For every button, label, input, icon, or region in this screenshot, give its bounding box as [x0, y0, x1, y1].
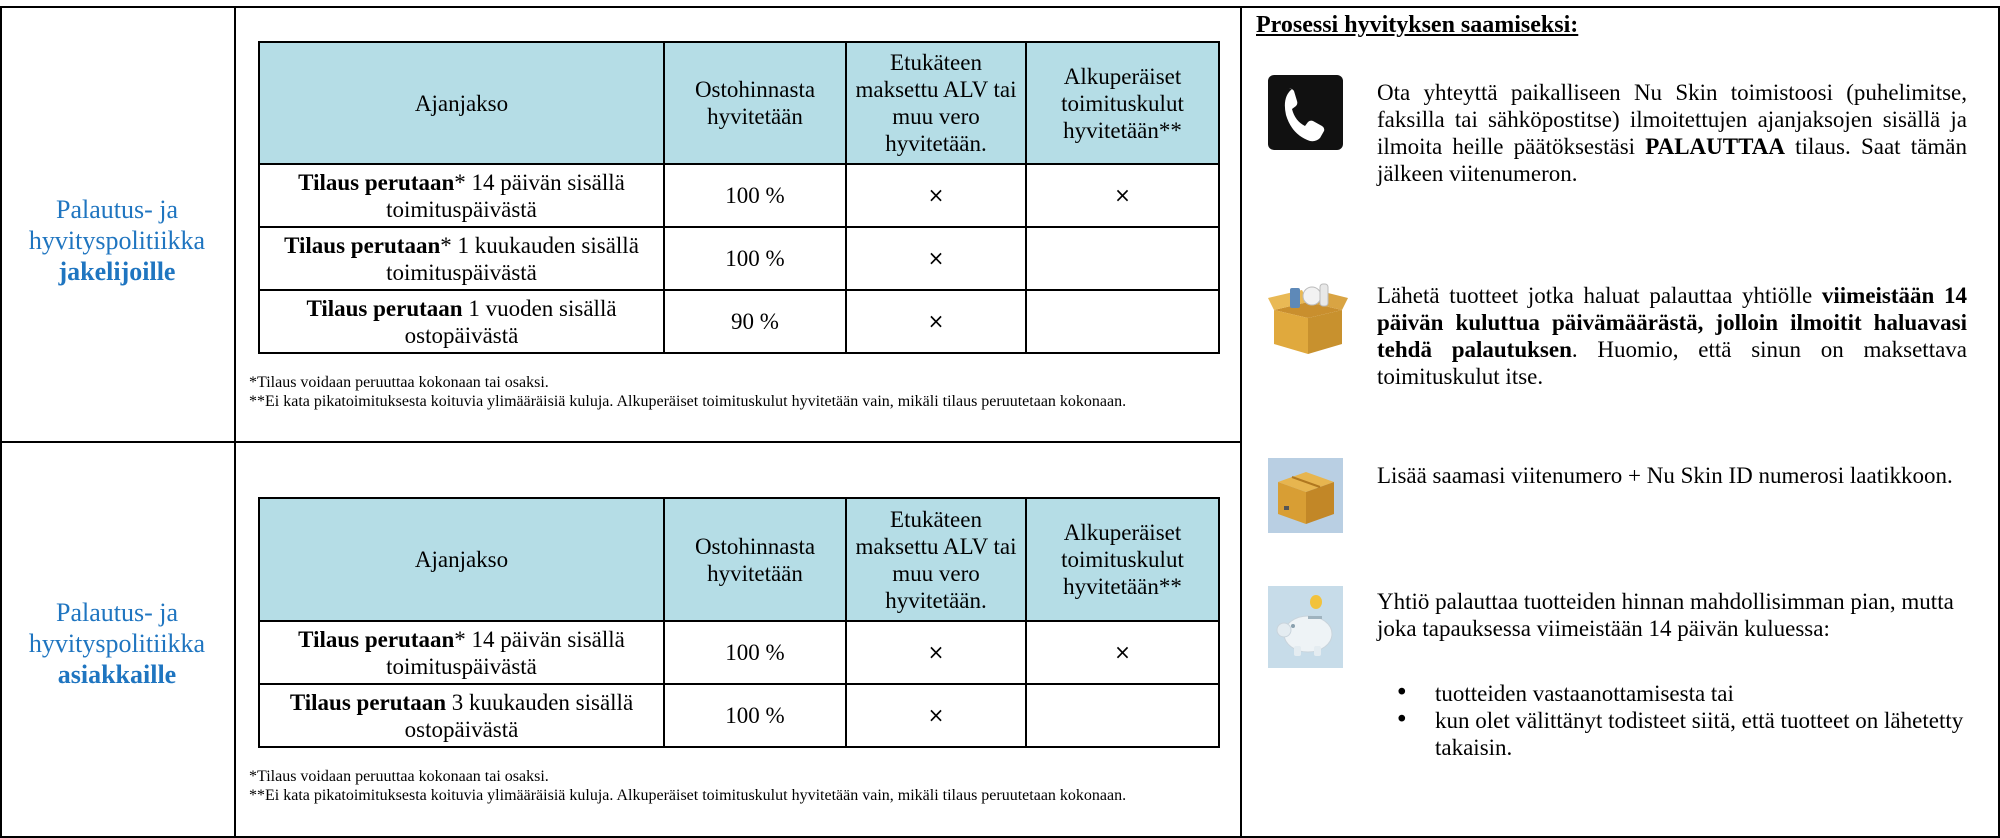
- step-1-text: Ota yhteyttä paikalliseen Nu Skin toimis…: [1377, 79, 1967, 187]
- footnote-1: *Tilaus voidaan peruuttaa kokonaan tai o…: [249, 374, 549, 391]
- shipping-cell: [1025, 683, 1220, 748]
- period-cell: Tilaus perutaan 1 vuoden sisällä ostopäi…: [258, 289, 665, 354]
- step-2-text-bold: viimeistään 14 päivän kuluttua päivämäär…: [1377, 283, 1967, 362]
- footnote-1: *Tilaus voidaan peruuttaa kokonaan tai o…: [249, 768, 549, 785]
- period-rest: * 14 päivän sisällä toimituspäivästä: [386, 626, 625, 679]
- distributors-refund-table: Ajanjakso Ostohinnasta hyvitetään Etukät…: [258, 41, 1220, 354]
- shipping-cell: ×: [1025, 163, 1220, 228]
- header-refund: Ostohinnasta hyvitetään: [663, 497, 847, 622]
- step-2-text-b: . Huomio, että sinun on maksettava toimi…: [1377, 337, 1967, 389]
- label-strong: jakelijoille: [58, 256, 176, 286]
- step-3-text: Lisää saamasi viitenumero + Nu Skin ID n…: [1377, 463, 1953, 488]
- period-rest: * 1 kuukauden sisällä toimituspäivästä: [386, 232, 639, 285]
- refund-cell: 100 %: [663, 620, 847, 685]
- refund-cell: 100 %: [663, 226, 847, 291]
- column-divider-left: [234, 6, 236, 836]
- header-refund: Ostohinnasta hyvitetään: [663, 41, 847, 165]
- period-bold: Tilaus perutaan: [298, 169, 455, 195]
- table-row: Tilaus perutaan* 14 päivän sisällä toimi…: [258, 620, 1220, 685]
- distributors-footnotes: *Tilaus voidaan peruuttaa kokonaan tai o…: [249, 373, 1239, 411]
- vat-cell: ×: [845, 620, 1027, 685]
- period-cell: Tilaus perutaan* 14 päivän sisällä toimi…: [258, 620, 665, 685]
- shipping-cell: [1025, 226, 1220, 291]
- footnote-2: **Ei kata pikatoimituksesta koituvia yli…: [249, 393, 1127, 410]
- list-item: kun olet välittänyt todisteet siitä, ett…: [1377, 707, 1967, 761]
- header-shipping: Alkuperäiset toimituskulut hyvitetään**: [1025, 497, 1220, 622]
- refund-cell: 100 %: [663, 163, 847, 228]
- period-rest: 3 kuukauden sisällä ostopäivästä: [404, 689, 634, 742]
- process-step-2: Lähetä tuotteet jotka haluat palauttaa y…: [1268, 278, 1973, 408]
- closed-box-icon: [1268, 458, 1343, 533]
- label-line-2: hyvityspolitiikka: [28, 225, 206, 255]
- table-header-row: Ajanjakso Ostohinnasta hyvitetään Etukät…: [258, 41, 1220, 165]
- period-cell: Tilaus perutaan* 1 kuukauden sisällä toi…: [258, 226, 665, 291]
- shipping-cell: ×: [1025, 620, 1220, 685]
- list-item: tuotteiden vastaanottamisesta tai: [1377, 680, 1967, 707]
- vat-cell: ×: [845, 163, 1027, 228]
- period-bold: Tilaus perutaan: [289, 689, 446, 715]
- footnote-2: **Ei kata pikatoimituksesta koituvia yli…: [249, 787, 1127, 804]
- vat-cell: ×: [845, 226, 1027, 291]
- process-title: Prosessi hyvityksen saamiseksi:: [1256, 12, 1579, 38]
- period-cell: Tilaus perutaan 3 kuukauden sisällä osto…: [258, 683, 665, 748]
- period-rest: 1 vuoden sisällä ostopäivästä: [404, 295, 617, 348]
- table-header-row: Ajanjakso Ostohinnasta hyvitetään Etukät…: [258, 497, 1220, 622]
- table-row: Tilaus perutaan* 14 päivän sisällä toimi…: [258, 163, 1220, 228]
- label-line-2: hyvityspolitiikka: [28, 628, 206, 658]
- column-divider-right: [1240, 6, 1242, 836]
- vat-cell: ×: [845, 289, 1027, 354]
- label-line-1: Palautus- ja: [55, 597, 179, 627]
- period-cell: Tilaus perutaan* 14 päivän sisällä toimi…: [258, 163, 665, 228]
- table-row: Tilaus perutaan 1 vuoden sisällä ostopäi…: [258, 289, 1220, 354]
- period-bold: Tilaus perutaan: [306, 295, 463, 321]
- phone-icon: [1268, 75, 1343, 150]
- step-4-bullet-list: tuotteiden vastaanottamisesta tai kun ol…: [1377, 680, 1967, 761]
- step-1-text-bold: PALAUTTAA: [1645, 134, 1785, 159]
- step-2-text: Lähetä tuotteet jotka haluat palauttaa y…: [1377, 282, 1967, 390]
- header-vat: Etukäteen maksettu ALV tai muu vero hyvi…: [845, 497, 1027, 622]
- step-4-intro: Yhtiö palauttaa tuotteiden hinnan mahdol…: [1377, 589, 1954, 641]
- label-line-1: Palautus- ja: [55, 194, 179, 224]
- customers-footnotes: *Tilaus voidaan peruuttaa kokonaan tai o…: [249, 767, 1239, 805]
- step-1-text-a: Ota yhteyttä paikalliseen Nu Skin toimis…: [1377, 80, 1967, 159]
- shipping-cell: [1025, 289, 1220, 354]
- row-divider: [0, 441, 1241, 443]
- step-1-text-b: tilaus. Saat tämän jälkeen viitenumeron.: [1377, 134, 1967, 186]
- table-row: Tilaus perutaan* 1 kuukauden sisällä toi…: [258, 226, 1220, 291]
- label-strong: asiakkaille: [57, 659, 177, 689]
- open-box-icon: [1268, 283, 1348, 354]
- header-period: Ajanjakso: [258, 497, 665, 622]
- piggy-bank-icon: [1268, 586, 1343, 668]
- period-bold: Tilaus perutaan: [284, 232, 441, 258]
- step-2-text-a: Lähetä tuotteet jotka haluat palauttaa y…: [1377, 283, 1822, 308]
- header-shipping: Alkuperäiset toimituskulut hyvitetään**: [1025, 41, 1220, 165]
- period-rest: * 14 päivän sisällä toimituspäivästä: [386, 169, 625, 222]
- header-period: Ajanjakso: [258, 41, 665, 165]
- vat-cell: ×: [845, 683, 1027, 748]
- process-step-4: Yhtiö palauttaa tuotteiden hinnan mahdol…: [1268, 586, 1973, 816]
- table-row: Tilaus perutaan 3 kuukauden sisällä osto…: [258, 683, 1220, 748]
- refund-cell: 90 %: [663, 289, 847, 354]
- customers-policy-label: Palautus- ja hyvityspolitiikka asiakkail…: [0, 593, 234, 693]
- period-bold: Tilaus perutaan: [298, 626, 455, 652]
- header-vat: Etukäteen maksettu ALV tai muu vero hyvi…: [845, 41, 1027, 165]
- customers-refund-table: Ajanjakso Ostohinnasta hyvitetään Etukät…: [258, 497, 1220, 748]
- step-4-text: Yhtiö palauttaa tuotteiden hinnan mahdol…: [1377, 588, 1967, 761]
- distributors-policy-label: Palautus- ja hyvityspolitiikka jakelijoi…: [0, 190, 234, 290]
- process-step-1: Ota yhteyttä paikalliseen Nu Skin toimis…: [1268, 75, 1973, 235]
- refund-cell: 100 %: [663, 683, 847, 748]
- process-step-3: Lisää saamasi viitenumero + Nu Skin ID n…: [1268, 458, 1973, 538]
